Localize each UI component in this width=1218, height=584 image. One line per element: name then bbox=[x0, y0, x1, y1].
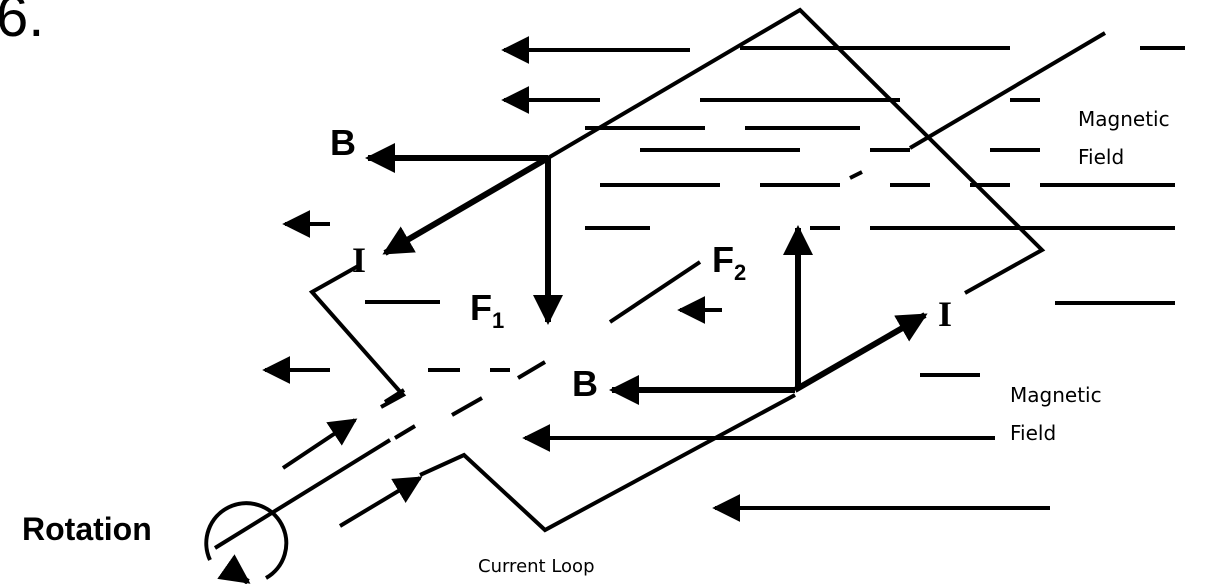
rotation-arrow-icon bbox=[217, 554, 251, 584]
b-label-bottom: B bbox=[572, 363, 598, 404]
problem-number-fragment: 6. bbox=[0, 0, 44, 49]
f2-label-main: F bbox=[712, 239, 734, 280]
magnetic-field-label-bottom-line1: Magnetic bbox=[1010, 383, 1102, 407]
magnetic-field-label-top-line2: Field bbox=[1078, 145, 1124, 169]
magnetic-field-label-bottom-line2: Field bbox=[1010, 421, 1056, 445]
rotation-symbol bbox=[204, 501, 289, 584]
current-loop-label: Current Loop bbox=[478, 556, 595, 577]
b-label-top: B bbox=[330, 122, 356, 163]
i-label-left: I bbox=[352, 240, 366, 280]
i-label-right: I bbox=[938, 294, 952, 334]
rotation-label: Rotation bbox=[22, 511, 152, 547]
f2-label-sub: 2 bbox=[734, 260, 746, 285]
magnetic-field-lines bbox=[262, 36, 1185, 522]
loop-outline bbox=[546, 7, 1046, 295]
loop-outline bbox=[308, 263, 407, 409]
f1-label-main: F bbox=[470, 287, 492, 328]
vectors bbox=[365, 143, 928, 405]
magnetic-field-label-top-line1: Magnetic bbox=[1078, 107, 1170, 131]
current-loop bbox=[213, 7, 1107, 550]
f2-label: F2 bbox=[712, 239, 746, 285]
loop-outline bbox=[419, 393, 796, 533]
rotation-arc bbox=[204, 501, 289, 580]
f1-label: F1 bbox=[470, 287, 504, 333]
i-vector-right bbox=[793, 312, 928, 393]
i-vector-left bbox=[382, 155, 550, 256]
f1-label-sub: 1 bbox=[492, 308, 504, 333]
